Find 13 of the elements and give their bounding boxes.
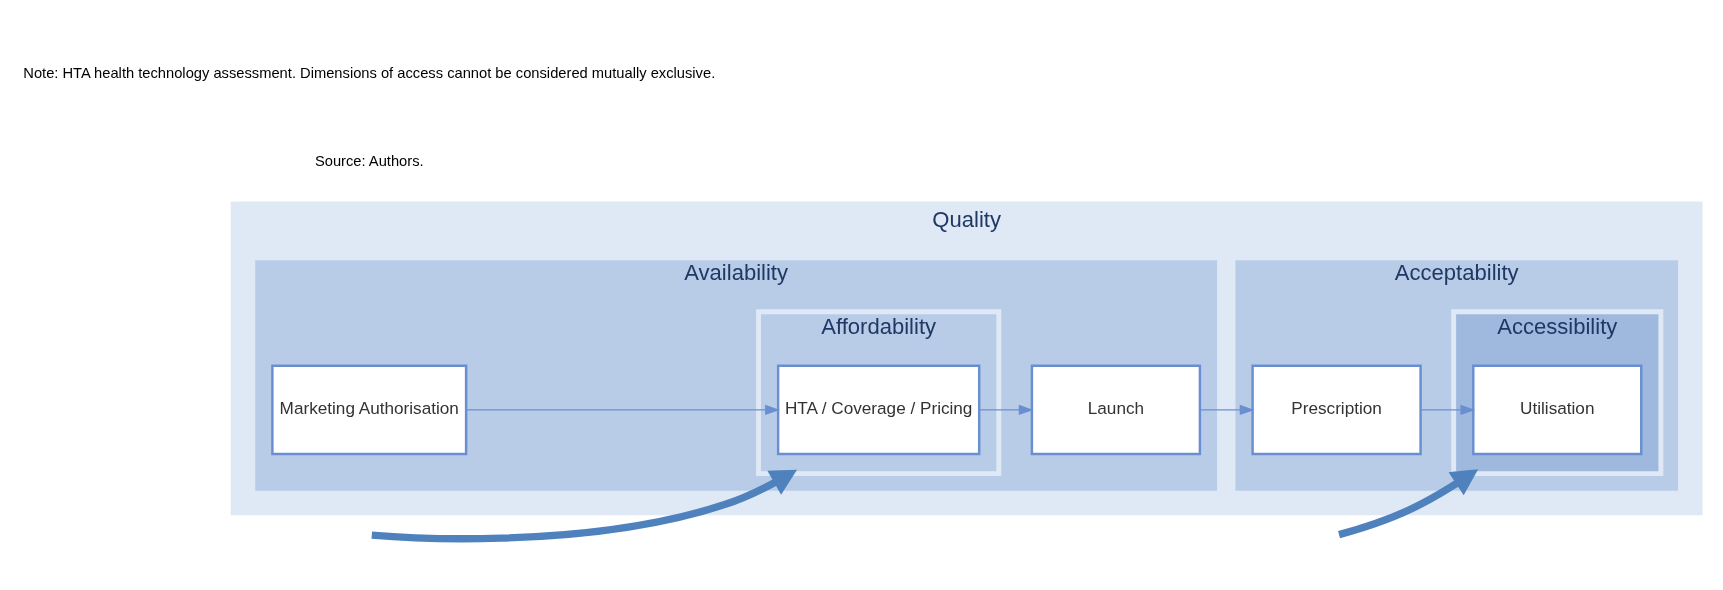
arrow xyxy=(371,469,798,542)
arrow xyxy=(1199,404,1255,415)
node-box: Launch xyxy=(1030,364,1202,455)
node-box: Utilisation xyxy=(1472,364,1643,455)
arrow xyxy=(1420,404,1476,415)
arrow xyxy=(978,404,1034,415)
node-box: HTA / Coverage / Pricing xyxy=(776,364,981,455)
arrow xyxy=(465,404,780,415)
arrow xyxy=(1338,468,1479,538)
label: Source: Authors. xyxy=(314,152,424,169)
node-box: Marketing Authorisation xyxy=(271,364,468,455)
node-box: Prescription xyxy=(1251,364,1422,455)
label: Note: HTA health technology assessment. Dimensions of access cannot be considered mutually exclusive. xyxy=(23,64,716,81)
